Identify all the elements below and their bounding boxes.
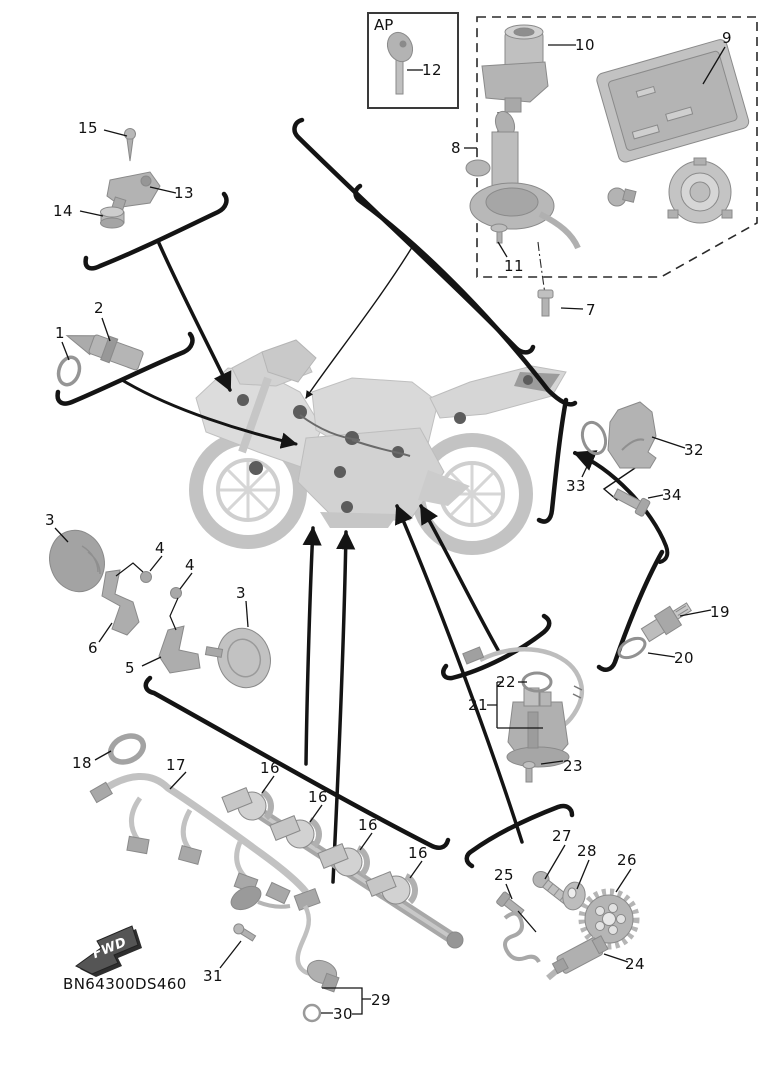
sensor-2 [65,334,144,371]
part-label-24: 24 [624,955,646,973]
sensor-19 [640,602,692,643]
part-label-2: 2 [93,299,105,317]
part-label-22: 22 [495,673,517,691]
part-label-14: 14 [52,202,74,220]
part-label-33: 33 [565,477,587,495]
part-label-3: 3 [235,584,247,602]
part-label-19: 19 [709,603,731,621]
part-label-16: 16 [357,816,379,834]
part-label-8: 8 [450,139,462,157]
horn-right [204,627,271,689]
part-sketches [49,24,750,1023]
screw-11 [490,223,508,244]
sensor-24 [546,933,609,981]
part-label-26: 26 [616,851,638,869]
part-label-17: 17 [165,756,187,774]
small-plug [607,187,637,207]
lock-cylinder-10 [481,24,549,113]
part-label-16: 16 [307,788,329,806]
screw-15 [124,128,136,162]
pickup-spring [503,911,541,964]
stay-5 [158,625,201,674]
part-label-18: 18 [71,754,93,772]
part-label-27: 27 [551,827,573,845]
part-label-3: 3 [44,511,56,529]
bolt-4-right [170,587,182,599]
washer-28 [562,881,586,911]
key-part [386,31,414,95]
part-label-9: 9 [721,29,733,47]
ap-box-label: AP [374,16,394,34]
part-label-16: 16 [259,759,281,777]
bolt-23 [522,761,536,783]
ap-key-box: AP [367,12,459,109]
bolt-7 [537,289,554,317]
part-label-32: 32 [683,441,705,459]
oring-1 [56,355,82,387]
clamp-18 [107,733,147,765]
leader-lines [54,44,726,1015]
speed-sensor [230,885,340,993]
part-label-23: 23 [562,757,584,775]
bolt-34 [612,488,651,517]
ignition-coils [221,787,464,949]
part-label-16: 16 [407,844,429,862]
part-label-5: 5 [124,659,136,677]
pointer-curves [55,117,670,884]
part-label-1: 1 [54,324,66,342]
part-label-4: 4 [184,556,196,574]
harness-17 [89,773,321,911]
part-label-12: 12 [421,61,443,79]
part-label-7: 7 [585,301,597,319]
part-label-34: 34 [661,486,683,504]
part-label-10: 10 [574,36,596,54]
bolt-4-left [140,571,152,583]
diagram-code: BN64300DS460 [63,975,187,993]
motorcycle-illustration [189,339,567,555]
fwd-arrow [75,925,142,977]
horn-left [49,529,105,593]
grommet-14 [100,206,125,229]
part-label-4: 4 [154,539,166,557]
part-label-31: 31 [202,967,224,985]
part-label-28: 28 [576,842,598,860]
ecu-9 [596,39,750,163]
part-label-20: 20 [673,649,695,667]
stay-6 [101,569,140,636]
part-label-21: 21 [467,696,489,714]
main-switch [465,110,581,250]
part-label-30: 30 [332,1005,354,1023]
oring-30 [302,1003,322,1023]
oring-33 [580,420,608,456]
part-label-11: 11 [503,257,525,275]
part-label-6: 6 [87,639,99,657]
part-label-29: 29 [370,991,392,1009]
part-label-13: 13 [173,184,195,202]
part-label-25: 25 [493,866,515,884]
bolt-31 [233,923,257,942]
oring-20 [617,636,647,660]
part-label-15: 15 [77,119,99,137]
immobilizer-ring [667,157,733,224]
sensor-32 [607,401,657,469]
gear-26 [578,888,640,950]
